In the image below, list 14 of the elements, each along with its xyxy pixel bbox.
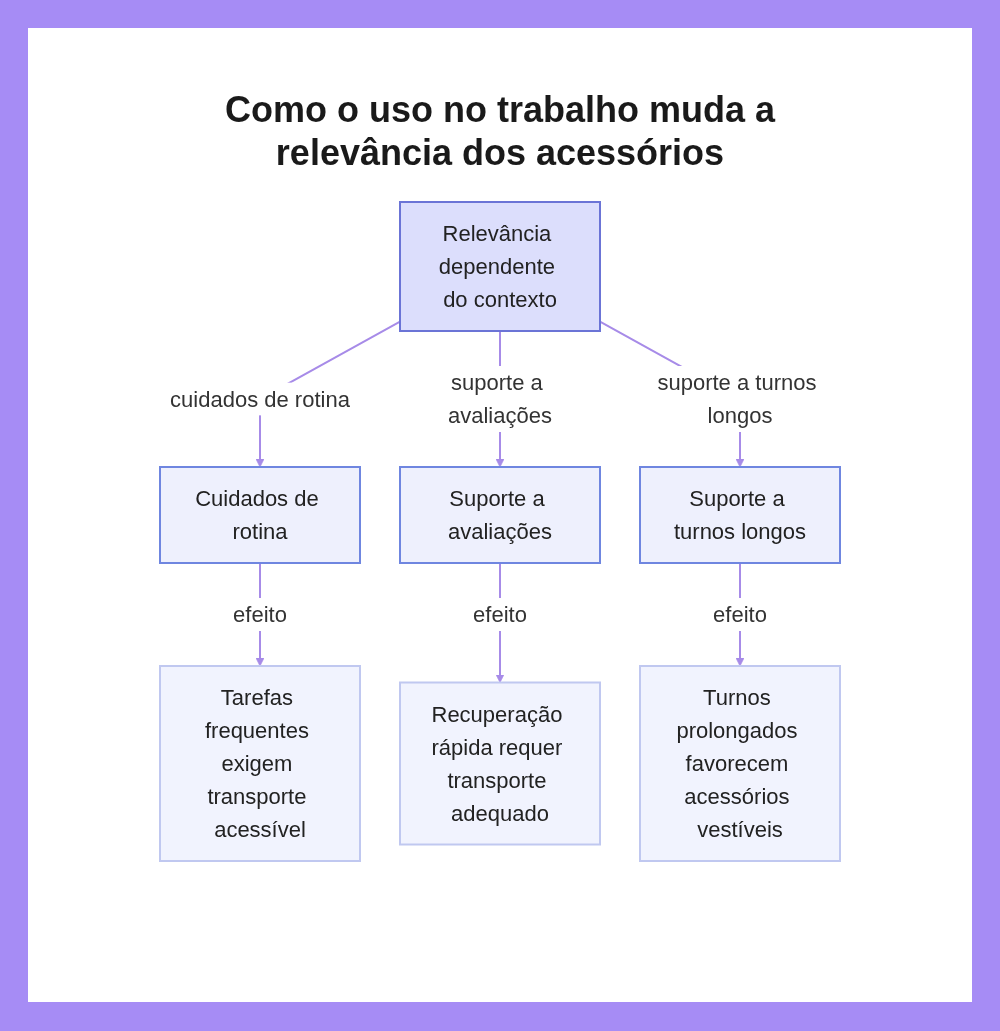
node-box: Suporte a turnos longos xyxy=(639,466,841,565)
node-box: Suporte a avaliações xyxy=(399,466,601,565)
edge-label: suporte a turnos longos xyxy=(657,370,817,429)
diagram-title: Como o uso no trabalho muda a relevância dos acessórios xyxy=(224,88,777,175)
node-box: Tarefas frequentes exigem transporte acessível xyxy=(159,665,361,863)
edge-label: efeito xyxy=(473,602,527,628)
edge-label: efeito xyxy=(233,602,287,628)
edge-label: efeito xyxy=(713,602,767,628)
edge-label: suporte a avaliações xyxy=(448,370,552,429)
node-box: Recuperação rápida requer transporte adequado xyxy=(399,681,601,846)
node-box: Turnos prolongados favorecem acessórios vestíveis xyxy=(639,665,841,863)
node-box: Relevância dependente do contexto xyxy=(399,201,601,333)
node-box: Cuidados de rotina xyxy=(159,466,361,565)
edge-label: cuidados de rotina xyxy=(170,386,350,412)
